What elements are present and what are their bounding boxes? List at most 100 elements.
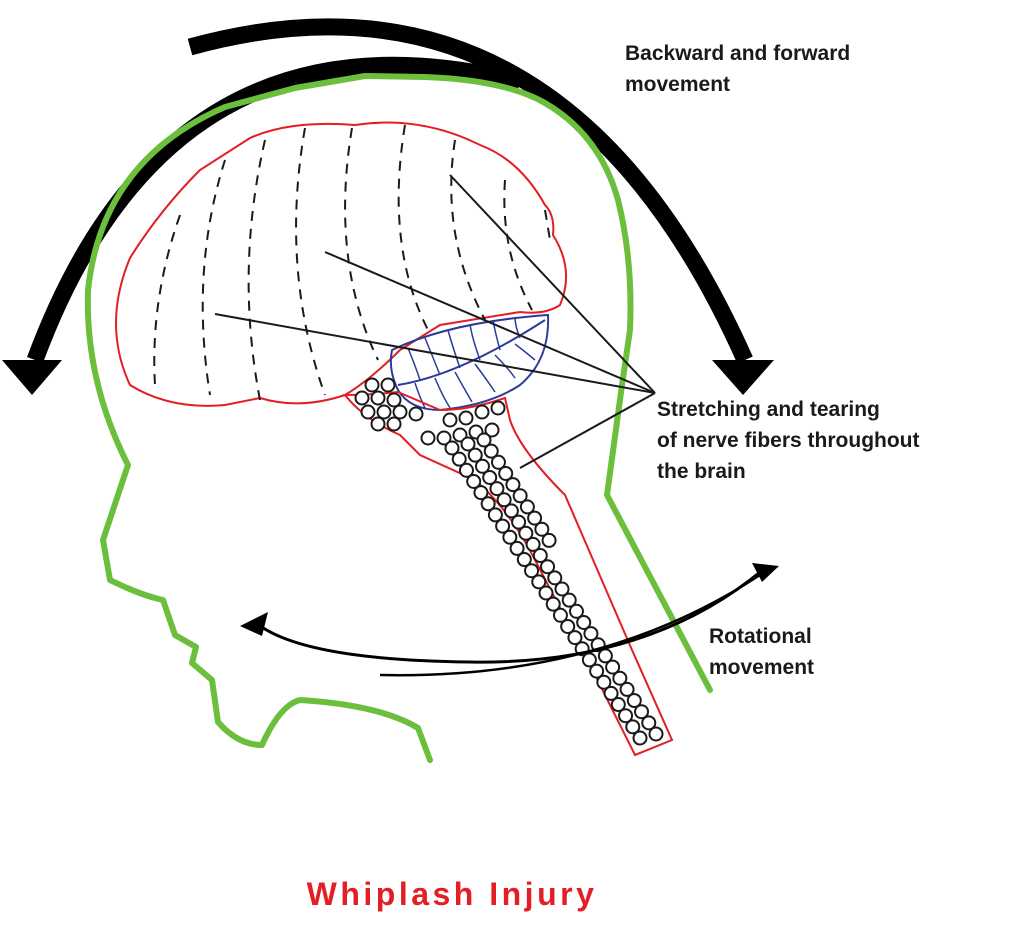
arrow-head-left [2,360,62,395]
cell-circle [442,412,458,428]
cell-circle [408,406,424,422]
rotational-arc-lower [379,573,761,677]
rotational-line-2: movement [709,656,814,679]
stretching-line-3: the brain [657,460,746,483]
cell-circle [436,430,452,446]
pointer-line-4 [519,392,656,469]
cell-circle [386,416,402,432]
cell-circle [648,726,664,742]
cell-circle [386,392,402,408]
cell-circle [625,719,641,735]
cell-circle [561,592,577,608]
fold-line-3 [247,139,266,401]
cell-circle [532,548,548,564]
cell-circle [490,400,506,416]
cell-circle [619,681,635,697]
cell-circle [460,436,476,452]
cell-circle [505,477,521,493]
cell-circle [496,492,512,508]
cell-circle [560,618,576,634]
cerebrum-outline [115,121,568,407]
rotational-head-left [240,612,268,636]
cell-circle [490,454,506,470]
cell-circle [538,585,554,601]
cell-circle [626,693,642,709]
cell-circle [392,404,408,420]
pointer-line-3 [214,313,656,394]
cell-circle [552,607,568,623]
cell-circle [474,404,490,420]
pointer-line-1 [449,174,656,394]
backward-forward-line-1: Backward and forward [625,42,850,65]
cell-circle [511,514,527,530]
cell-circle [527,510,543,526]
rotational-arrow [240,563,779,677]
brainstem-outline [342,390,674,757]
stretching-line-1: Stretching and tearing [657,398,880,421]
cell-circle [634,704,650,720]
cell-circle [605,659,621,675]
cell-circle [618,708,634,724]
cell-circle [480,496,496,512]
cell-circle [612,670,628,686]
cell-circle [370,416,386,432]
cell-circle [498,465,514,481]
rotational-label: Rotational movement [709,625,818,679]
pointer-line-2 [324,251,656,394]
cell-circle [476,432,492,448]
cell-circle [484,422,500,438]
cell-circle [540,559,556,575]
cell-circle [568,603,584,619]
fold-line-1 [153,214,181,386]
cell-circle [641,715,657,731]
cell-circle [376,404,392,420]
cell-circle [589,663,605,679]
cell-circle [547,570,563,586]
cell-circle [525,536,541,552]
cell-circle [541,532,557,548]
cerebellum-midline [397,319,546,386]
cell-circle [473,485,489,501]
pointer-lines [214,174,656,469]
cell-circle [512,488,528,504]
diagram-title: Whiplash Injury [307,876,598,912]
cell-circle [519,499,535,515]
cell-circle [451,451,467,467]
cell-circle [583,626,599,642]
cell-circle [483,443,499,459]
fold-line-6 [397,124,429,331]
cell-circle [534,521,550,537]
stretching-line-2: of nerve fibers throughout [657,429,920,452]
cell-circle [354,390,370,406]
cell-circle [489,481,505,497]
arrow-head-right [712,360,774,395]
cerebellum-veins [407,316,536,409]
fold-line-2 [201,159,226,396]
cell-circle [531,574,547,590]
fold-line-8 [503,179,533,311]
backward-forward-label: Backward and forward movement [625,42,856,96]
cell-circle [467,447,483,463]
brain-fold-lines [153,124,551,401]
cell-circle [474,458,490,474]
cell-circle [545,596,561,612]
cell-circle [503,503,519,519]
cerebellum [389,313,550,412]
rotational-head-right [752,563,779,582]
fold-line-9 [544,209,551,241]
rotational-arc [254,566,766,664]
stretching-label: Stretching and tearing of nerve fibers t… [657,398,925,483]
cell-circle [516,552,532,568]
head-outline [84,73,713,763]
cell-circle [444,440,460,456]
cell-circle [524,563,540,579]
cell-circle [458,462,474,478]
cell-circle [487,507,503,523]
rotational-line-1: Rotational [709,625,812,648]
cell-circle [603,685,619,701]
cell-circle [632,730,648,746]
spinal-cord-cells [354,377,664,746]
cell-circle [576,614,592,630]
cell-circle [420,430,436,446]
